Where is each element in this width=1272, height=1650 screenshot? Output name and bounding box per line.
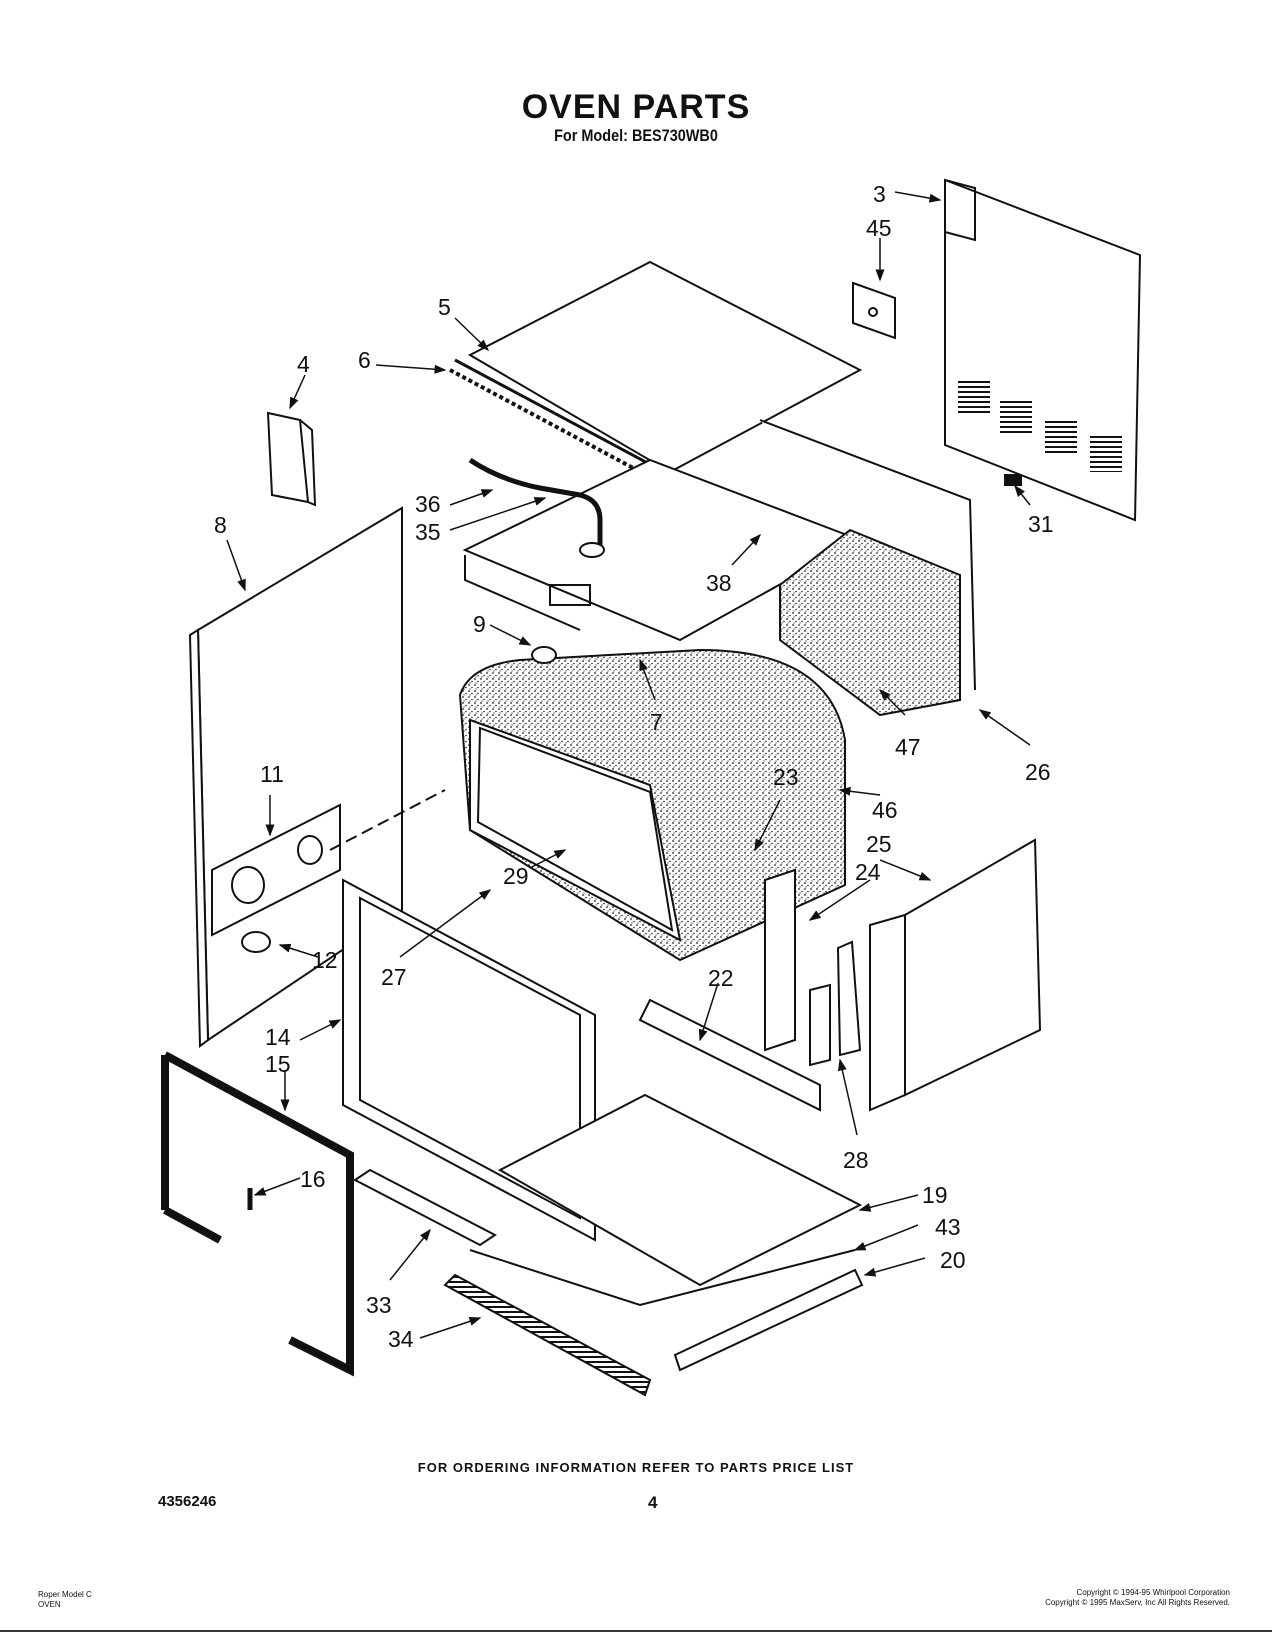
callout-33: 33 — [366, 1292, 392, 1318]
callout-36: 36 — [415, 491, 441, 517]
footer-model-info: Roper Model C OVEN — [38, 1590, 92, 1610]
callout-24: 24 — [855, 859, 881, 885]
rail-part-22 — [638, 998, 821, 1112]
callout-15: 15 — [265, 1051, 291, 1077]
callout-12: 12 — [312, 947, 338, 973]
callout-7: 7 — [650, 709, 663, 735]
bulb-part — [241, 931, 271, 953]
footer-copyright: Copyright © 1994-95 Whirlpool Corporatio… — [1045, 1588, 1230, 1608]
page-number: 4 — [648, 1493, 658, 1512]
bracket-part-45 — [852, 281, 896, 340]
callout-4: 4 — [297, 351, 310, 377]
model-subtitle: For Model: BES730WB0 — [554, 126, 718, 145]
bottom-rule — [0, 1630, 1272, 1632]
page-title: OVEN PARTS — [521, 88, 751, 126]
top-panel-part — [449, 260, 863, 487]
callout-46: 46 — [872, 797, 898, 823]
footer-right-line1: Copyright © 1994-95 Whirlpool Corporatio… — [1076, 1588, 1230, 1597]
callout-34: 34 — [388, 1326, 414, 1352]
callout-16: 16 — [300, 1166, 326, 1192]
callout-labels: 3 45 5 4 6 36 35 31 8 38 9 7 47 26 11 23… — [214, 181, 1054, 1352]
hinge-part-28 — [836, 940, 862, 1057]
rail-part-20 — [673, 1268, 864, 1372]
footer-right-line2: Copyright © 1995 MaxServ, Inc All Rights… — [1045, 1598, 1230, 1607]
document-number: 4356246 — [158, 1493, 217, 1510]
callout-45: 45 — [866, 215, 892, 241]
trim-part-43 — [469, 1249, 856, 1307]
clip-part-31 — [1004, 474, 1022, 486]
callout-3: 3 — [873, 181, 886, 207]
leader-lines — [226, 191, 1031, 1339]
callout-20: 20 — [940, 1247, 966, 1273]
vent-part-34 — [443, 1273, 652, 1397]
callout-22: 22 — [708, 965, 734, 991]
door-frame-part — [342, 878, 596, 1242]
callout-25: 25 — [866, 831, 892, 857]
callout-43: 43 — [935, 1214, 961, 1240]
callout-26: 26 — [1025, 759, 1051, 785]
callout-27: 27 — [381, 964, 407, 990]
callout-11: 11 — [260, 761, 284, 787]
callout-19: 19 — [922, 1182, 948, 1208]
callout-47: 47 — [895, 734, 921, 760]
trim-part-33 — [353, 1168, 497, 1247]
oven-cavity-part — [458, 648, 846, 962]
rear-insulation-part — [779, 528, 961, 717]
lamp-assembly-part — [211, 789, 446, 937]
callout-23: 23 — [773, 764, 799, 790]
footer-left-line1: Roper Model C — [38, 1590, 92, 1599]
bracket-part-24 — [764, 868, 796, 1052]
footer-left-line2: OVEN — [38, 1600, 61, 1609]
fitting-part-9 — [531, 646, 557, 664]
callout-35: 35 — [415, 519, 441, 545]
callout-6: 6 — [358, 347, 371, 373]
ordering-note: FOR ORDERING INFORMATION REFER TO PARTS … — [417, 1460, 855, 1475]
callout-5: 5 — [438, 294, 451, 320]
callout-9: 9 — [473, 611, 486, 637]
rear-panel-part — [944, 178, 1142, 522]
bracket-part-4 — [266, 411, 317, 507]
callout-31: 31 — [1028, 511, 1054, 537]
callout-29: 29 — [503, 863, 529, 889]
callout-14: 14 — [265, 1024, 291, 1050]
door-gasket-part — [163, 1051, 354, 1377]
callout-28: 28 — [843, 1147, 869, 1173]
wire-harness-part — [468, 457, 605, 558]
callout-38: 38 — [706, 570, 732, 596]
callout-8: 8 — [214, 512, 227, 538]
